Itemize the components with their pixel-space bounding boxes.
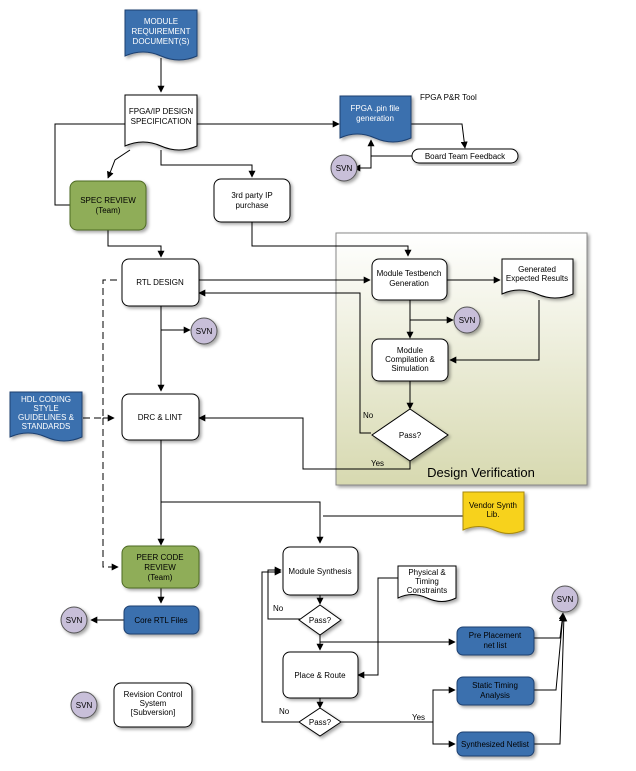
node-svn-top: SVN	[330, 154, 358, 182]
third-party-line-2: purchase	[236, 201, 269, 210]
static-timing-line-1: Static Timing	[472, 681, 518, 690]
node-module-synthesis: Module Synthesis	[282, 546, 359, 596]
node-expected-results: Generated Expected Results	[501, 258, 574, 299]
node-testbench: Module Testbench Generation	[371, 258, 448, 301]
node-svn-right: SVN	[551, 585, 579, 613]
connectors	[54, 58, 568, 748]
pass-verification-text: Pass?	[399, 431, 422, 440]
testbench-line-1: Module Testbench	[377, 269, 442, 278]
node-svn-core: SVN	[60, 606, 88, 634]
node-third-party-ip: 3rd party IP purchase	[213, 178, 291, 223]
hdl-line-1: HDL CODING	[21, 395, 71, 404]
module-req-line-3: DOCUMENT(S)	[133, 37, 190, 46]
svn-rtl-text: SVN	[196, 327, 213, 336]
module-synth-text: Module Synthesis	[288, 567, 351, 576]
node-pass-place-route: Pass?	[298, 707, 342, 737]
node-pass-verification: Pass?	[371, 408, 449, 462]
pass-pr-text: Pass?	[309, 718, 332, 727]
design-verification-label: Design Verification	[427, 465, 535, 480]
testbench-line-2: Generation	[389, 279, 429, 288]
synth-no-label: No	[273, 604, 284, 613]
static-timing-line-2: Analysis	[480, 691, 510, 700]
node-hdl-coding-guidelines: HDL CODING STYLE GUIDELINES & STANDARDS	[9, 391, 83, 442]
fpga-spec-line-1: FPGA/IP DESIGN	[129, 107, 194, 116]
peer-review-line-1: PEER CODE	[136, 553, 183, 562]
pr-yes-label: Yes	[412, 713, 425, 722]
module-req-line-2: REQUIREMENT	[131, 27, 190, 36]
svn-legend-text: SVN	[76, 701, 93, 710]
pre-placement-line-1: Pre Placement	[469, 631, 522, 640]
phys-line-1: Physical &	[408, 568, 446, 577]
node-fpga-design-spec: FPGA/IP DESIGN SPECIFICATION	[124, 94, 198, 151]
node-static-timing: Static Timing Analysis	[456, 676, 535, 706]
hdl-line-3: GUIDELINES &	[18, 413, 75, 422]
peer-review-line-2: REVIEW	[144, 563, 176, 572]
node-rtl-design: RTL DESIGN	[121, 258, 200, 307]
node-drc-lint: DRC & LINT	[121, 393, 200, 441]
spec-review-line-2: (Team)	[96, 206, 121, 215]
svn-right-text: SVN	[557, 595, 574, 604]
node-fpga-pin-generation: FPGA .pin file generation	[339, 95, 412, 143]
compilation-line-1: Module	[397, 346, 424, 355]
node-svn-legend: SVN	[70, 691, 98, 719]
node-pass-synthesis: Pass?	[298, 604, 342, 636]
expected-line-1: Generated	[518, 265, 556, 274]
hdl-line-4: STANDARDS	[22, 422, 71, 431]
fpga-spec-line-2: SPECIFICATION	[131, 117, 192, 126]
module-req-line-1: MODULE	[144, 17, 178, 26]
core-rtl-text: Core RTL Files	[134, 616, 187, 625]
synth-netlist-text: Synthesized Netlist	[461, 740, 530, 749]
expected-line-2: Expected Results	[506, 274, 568, 283]
node-revision-control: Revision Control System [Subversion]	[113, 682, 193, 728]
revision-line-2: System	[140, 699, 167, 708]
svn-top-text: SVN	[336, 164, 353, 173]
node-place-route: Place & Route	[282, 651, 359, 699]
node-compilation-simulation: Module Compilation & Simulation	[371, 338, 449, 382]
node-svn-rtl: SVN	[190, 317, 218, 345]
node-core-rtl-files: Core RTL Files	[123, 605, 200, 635]
peer-review-line-3: (Team)	[148, 573, 173, 582]
compilation-line-3: Simulation	[391, 364, 428, 373]
drc-lint-text: DRC & LINT	[138, 413, 183, 422]
spec-review-line-1: SPEC REVIEW	[80, 196, 136, 205]
board-feedback-text: Board Team Feedback	[425, 152, 506, 161]
node-physical-timing-constraints: Physical & Timing Constraints	[397, 565, 457, 602]
fpga-pin-line-2: generation	[356, 114, 394, 123]
phys-line-3: Constraints	[407, 586, 447, 595]
rtl-design-text: RTL DESIGN	[136, 278, 184, 287]
node-spec-review: SPEC REVIEW (Team)	[69, 180, 147, 231]
vendor-line-2: Lib.	[487, 510, 500, 519]
pr-no-label: No	[279, 707, 290, 716]
node-svn-testbench: SVN	[453, 306, 481, 334]
hdl-line-2: STYLE	[33, 404, 58, 413]
svn-core-text: SVN	[66, 616, 83, 625]
vendor-line-1: Vendor Synth	[469, 501, 517, 510]
svn-testbench-text: SVN	[459, 316, 476, 325]
node-synthesized-netlist: Synthesized Netlist	[456, 731, 535, 757]
node-peer-code-review: PEER CODE REVIEW (Team)	[121, 545, 200, 589]
revision-line-1: Revision Control	[124, 690, 183, 699]
pass-yes-label: Yes	[371, 459, 384, 468]
phys-line-2: Timing	[415, 577, 439, 586]
pre-placement-line-2: net list	[483, 641, 507, 650]
fpga-pin-line-1: FPGA .pin file	[351, 104, 400, 113]
pass-synth-text: Pass?	[309, 616, 332, 625]
node-vendor-synth-lib: Vendor Synth Lib.	[462, 491, 525, 534]
node-board-team-feedback: Board Team Feedback	[411, 148, 519, 164]
revision-line-3: [Subversion]	[131, 708, 175, 717]
node-module-requirement: MODULE REQUIREMENT DOCUMENT(S)	[124, 9, 198, 61]
place-route-text: Place & Route	[294, 671, 346, 680]
compilation-line-2: Compilation &	[385, 355, 435, 364]
fpga-pr-tool-label: FPGA P&R Tool	[420, 93, 477, 102]
node-pre-placement-netlist: Pre Placement net list	[456, 626, 535, 656]
third-party-line-1: 3rd party IP	[231, 191, 272, 200]
pass-no-label: No	[363, 411, 374, 420]
